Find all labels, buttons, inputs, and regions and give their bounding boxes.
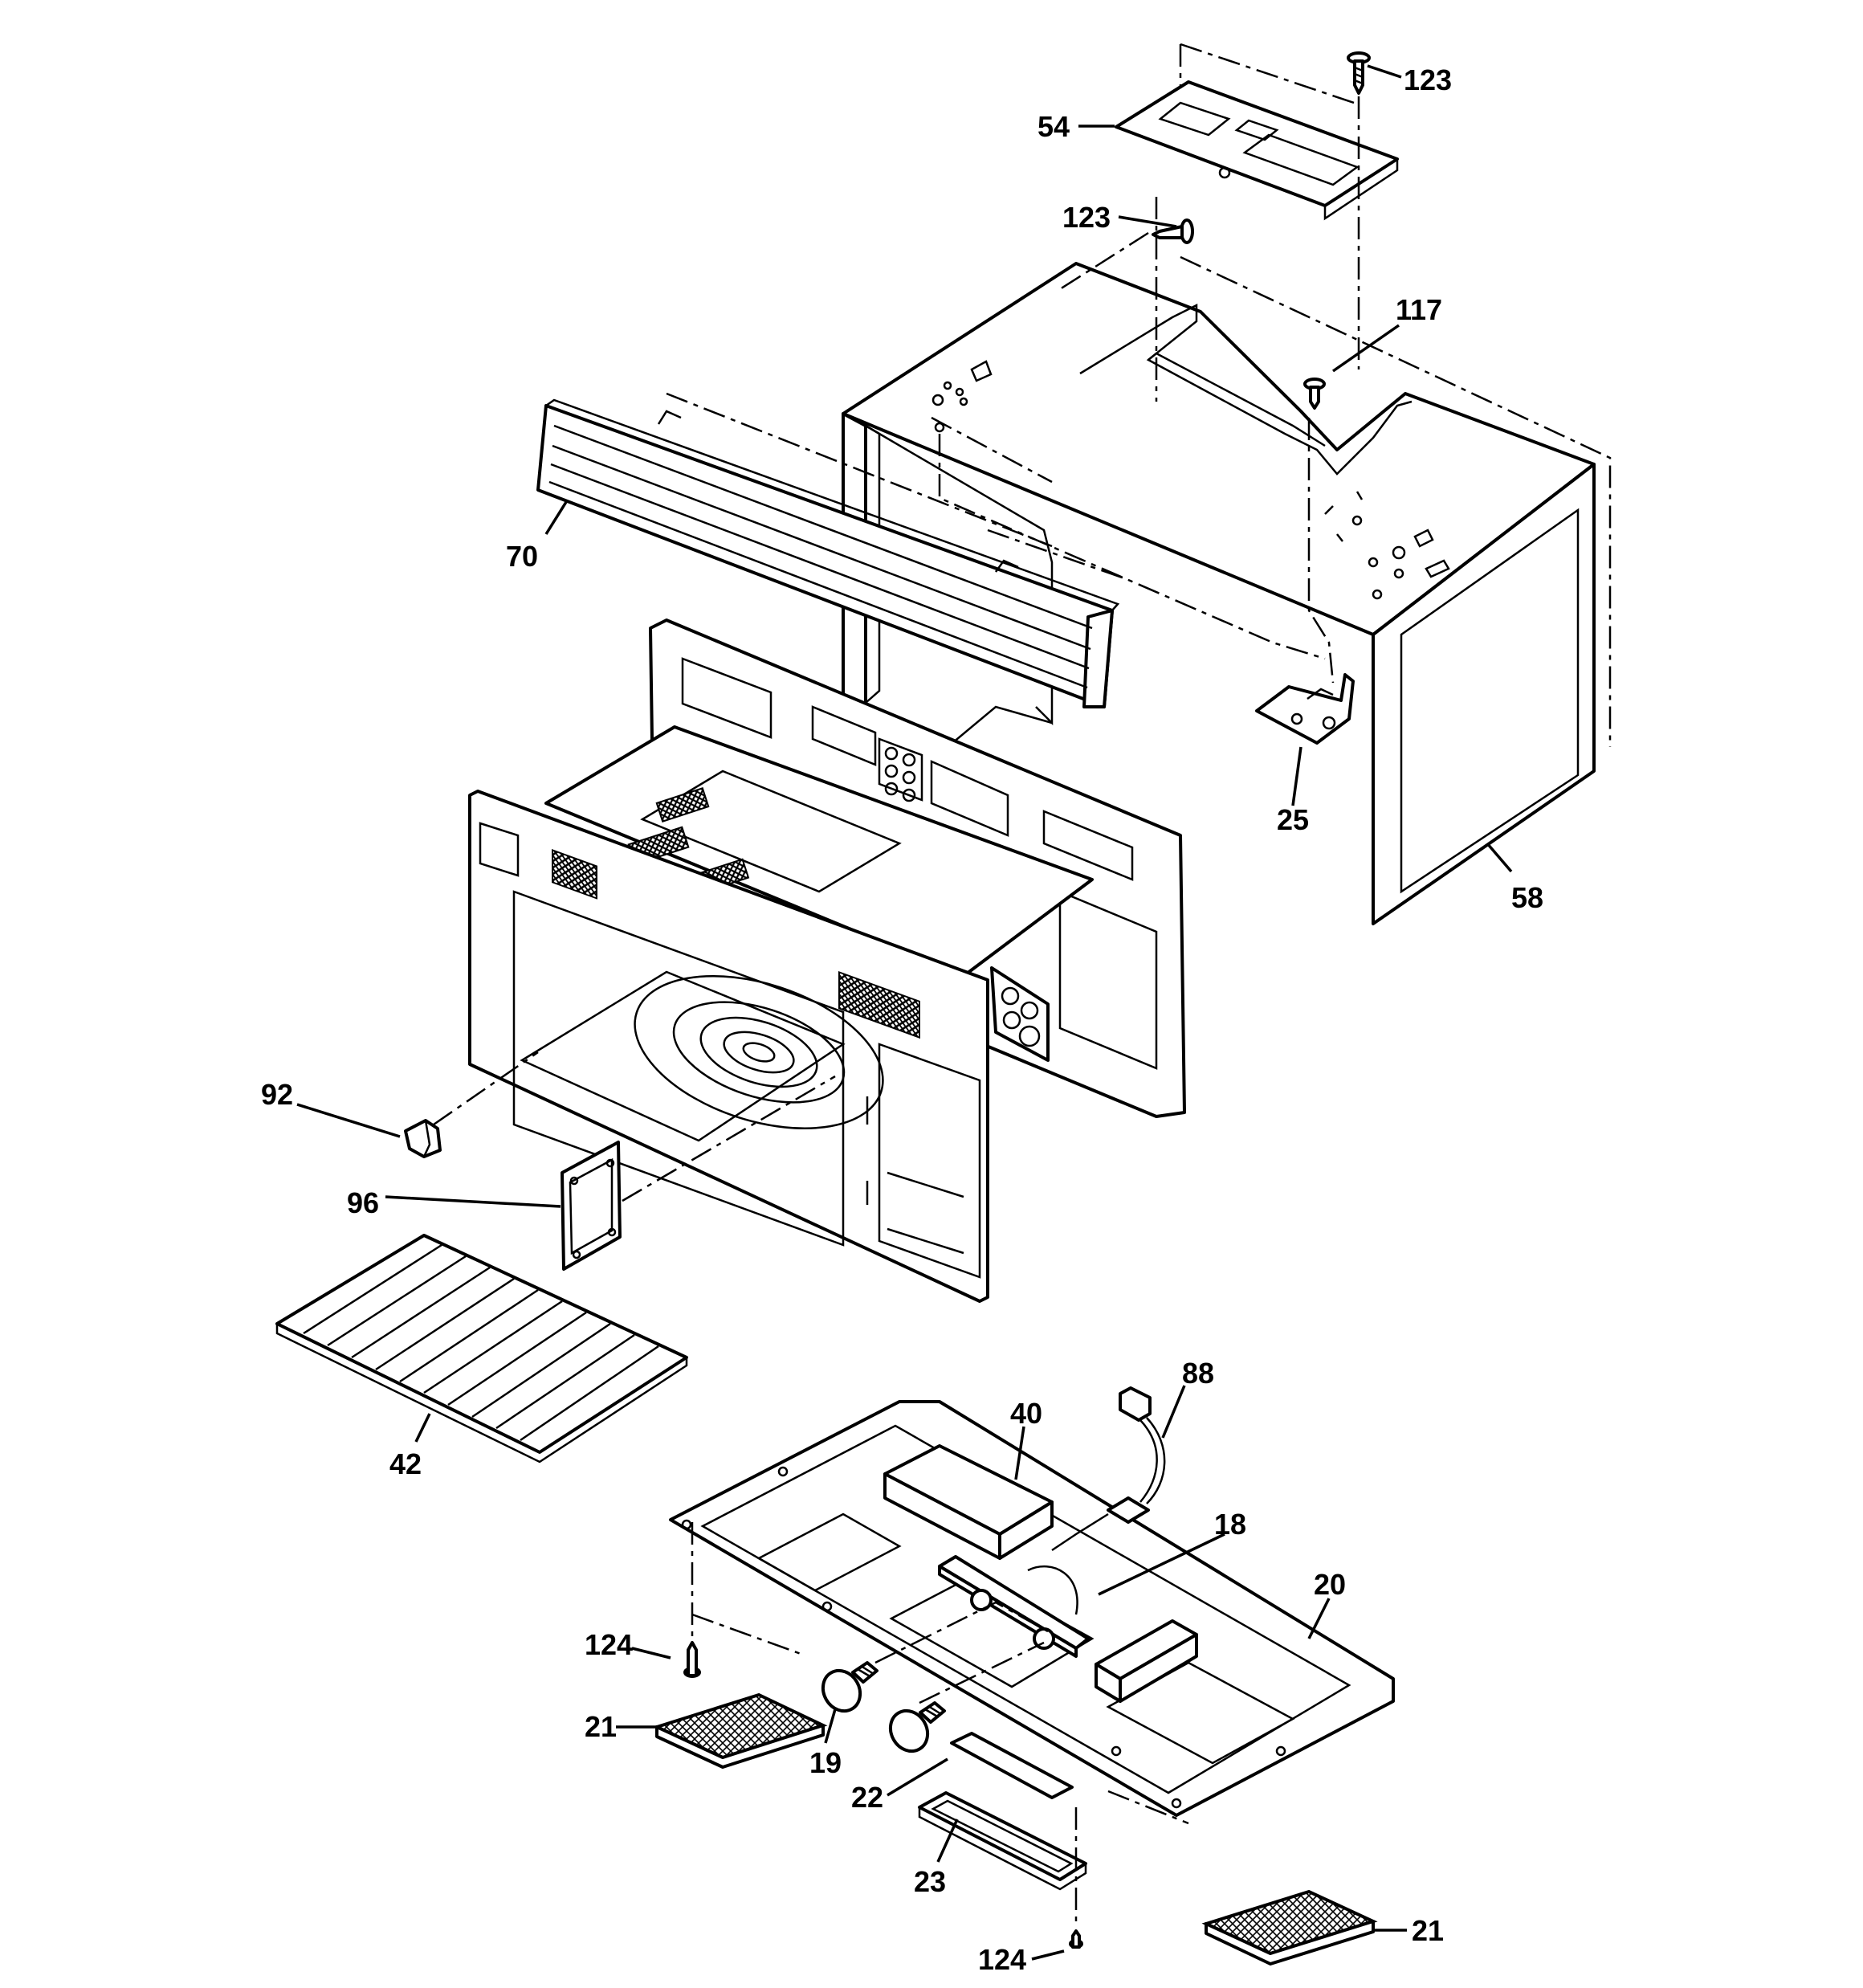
callout-22: 22 (851, 1781, 883, 1814)
bottom-plate-block (1095, 1619, 1198, 1703)
callout-54: 54 (1037, 110, 1070, 143)
screw-123-middle (1152, 218, 1194, 244)
part-88-wire-harness (1051, 1386, 1166, 1552)
part-54-top-plate (1115, 80, 1399, 221)
part-19-light-bulb-right (888, 1701, 946, 1753)
part-96-cover-plate (561, 1141, 622, 1271)
callout-21-right: 21 (1412, 1914, 1444, 1947)
callout-124-left: 124 (585, 1628, 633, 1661)
callout-25: 25 (1277, 803, 1309, 836)
screw-123-top (1347, 51, 1371, 95)
callout-21-left: 21 (585, 1710, 617, 1743)
part-21-grease-filter-left (652, 1692, 828, 1769)
part-92-latch (404, 1119, 442, 1158)
callout-20: 20 (1314, 1568, 1346, 1601)
part-42-wire-rack (275, 1234, 688, 1463)
part-58-outer-cabinet (842, 262, 1596, 925)
part-23-lamp-cover (918, 1791, 1087, 1891)
screw-124-left (683, 1641, 701, 1678)
leader-lines (296, 64, 1513, 1961)
callout-92: 92 (261, 1078, 293, 1111)
callout-70: 70 (506, 540, 538, 573)
part-25-bracket (1255, 673, 1355, 745)
part-40-component-box (883, 1444, 1054, 1560)
callout-96: 96 (347, 1186, 379, 1219)
callout-124-bottom: 124 (978, 1943, 1026, 1976)
oven-cavity (468, 618, 1186, 1303)
part-19-light-bulb-left (821, 1661, 879, 1713)
part-70-vent-grille (536, 398, 1120, 708)
callout-42: 42 (389, 1447, 422, 1480)
part-18-lamp-socket-bar (938, 1555, 1090, 1658)
part-21-grease-filter-right (1201, 1889, 1378, 1966)
callout-58: 58 (1511, 881, 1543, 914)
callout-88: 88 (1182, 1357, 1214, 1390)
alignment-lines (433, 43, 1612, 1926)
callout-117: 117 (1396, 293, 1442, 326)
callout-19: 19 (809, 1746, 842, 1779)
part-22-lamp-lens (950, 1732, 1074, 1799)
callout-23: 23 (914, 1865, 946, 1898)
callout-123-top: 123 (1404, 63, 1452, 96)
screw-124-bottom (1069, 1929, 1083, 1949)
callout-labels: 123 54 123 117 70 25 58 92 96 42 88 40 1… (261, 63, 1543, 1976)
callout-18: 18 (1214, 1508, 1246, 1541)
callout-123-middle: 123 (1062, 201, 1111, 234)
callout-40: 40 (1010, 1397, 1042, 1430)
screw-117 (1303, 378, 1326, 410)
